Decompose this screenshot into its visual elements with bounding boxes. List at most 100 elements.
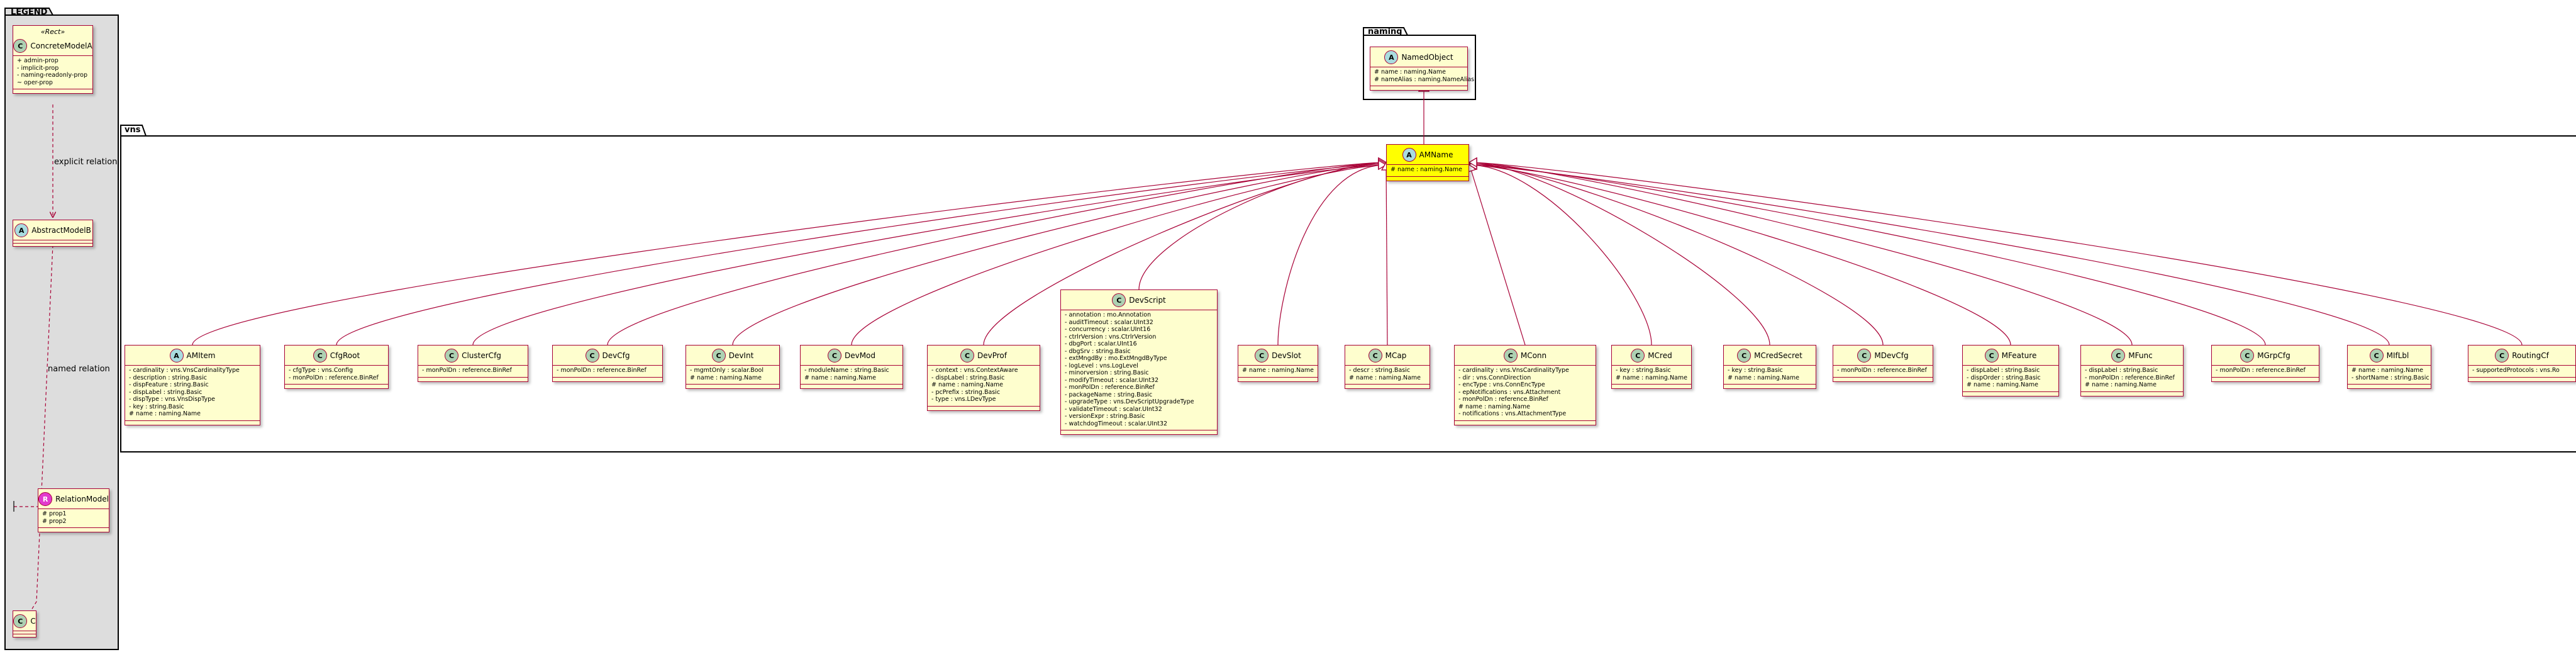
attribute: - cardinality : vns.VnsCardinalityType xyxy=(129,367,240,374)
class-concretemodela[interactable]: «Rect» C ConcreteModelA + admin-prop - i… xyxy=(13,25,93,94)
class-icon: C xyxy=(1255,349,1269,363)
attribute: # name : naming.Name xyxy=(1391,166,1462,173)
attribute: - monPolDn : reference.BinRef xyxy=(1837,367,1927,374)
abstract-class-icon: A xyxy=(169,349,184,363)
inheritance-line-clustercfg xyxy=(472,164,1387,346)
class-icon: C xyxy=(1631,349,1645,363)
attribute: - dir : vns.ConnDirection xyxy=(1458,374,1531,381)
attribute: - key : string.Basic xyxy=(1728,367,1783,374)
class-name: MFunc xyxy=(2128,351,2153,360)
attribute: - dispType : vns.VnsDispType xyxy=(129,396,215,403)
class-icon: C xyxy=(960,349,974,363)
attribute: - dbgSrv : string.Basic xyxy=(1065,347,1131,355)
legend-package-tab xyxy=(4,8,54,16)
class-name: MGrpCfg xyxy=(2257,351,2290,360)
class-name: ClusterCfg xyxy=(462,351,501,360)
class-icon: C xyxy=(445,349,459,363)
attribute: - packageName : string.Basic xyxy=(1065,391,1153,398)
class-name: RoutingCf xyxy=(2512,351,2549,360)
attribute: # name : naming.Name xyxy=(1728,374,1799,381)
class-name: MCap xyxy=(1385,351,1407,360)
attribute: - notifications : vns.AttachmentType xyxy=(1458,410,1567,417)
inheritance-line-mcredsecret xyxy=(1468,162,1770,346)
attribute: # name : naming.Name xyxy=(690,374,762,381)
attribute: - monPolDn : reference.BinRef xyxy=(1458,396,1548,403)
attribute: # name : naming.Name xyxy=(804,374,876,381)
inheritance-line-devmod xyxy=(851,164,1387,346)
attribute: # name : naming.Name xyxy=(1616,374,1687,381)
class-icon: C xyxy=(827,349,841,363)
inheritance-line-mconn xyxy=(1468,163,1526,346)
class-icon: C xyxy=(13,614,28,628)
attribute: # name : naming.Name xyxy=(2085,381,2157,388)
vns-package-frame xyxy=(120,135,2576,452)
class-amname[interactable]: A AMName # name : naming.Name xyxy=(1386,144,1469,181)
attribute: - monPolDn : reference.BinRef xyxy=(2216,367,2306,374)
legend-package-label: LEGEND xyxy=(11,8,48,17)
inheritance-line-miflbl xyxy=(1468,164,2390,346)
class-relationmodel[interactable]: R RelationModel # prop1 # prop2 xyxy=(38,488,109,532)
attribute: - monPolDn : reference.BinRef xyxy=(289,374,379,381)
vns-package-label: vns xyxy=(125,125,141,135)
class-name: MConn xyxy=(1520,351,1547,360)
attribute: # name : naming.Name xyxy=(2351,367,2423,374)
inheritance-line-devscript xyxy=(1138,163,1387,290)
attribute: - dispLabel : string.Basic xyxy=(1967,367,2040,374)
class-namedobject[interactable]: A NamedObject # name : naming.Name # nam… xyxy=(1370,47,1475,91)
attribute: - pcPrefix : string.Basic xyxy=(931,388,1001,396)
inheritance-line-devint xyxy=(732,163,1387,346)
attribute: - supportedProtocols : vns.Ro xyxy=(2472,367,2560,374)
attribute: - context : vns.ContextAware xyxy=(931,367,1018,374)
class-name: DevProf xyxy=(977,351,1007,360)
attribute: - modifyTimeout : scalar.UInt32 xyxy=(1065,376,1159,384)
attribute: - dispFeature : string.Basic xyxy=(129,381,209,388)
naming-package-label: naming xyxy=(1368,27,1402,37)
attribute: - mgmtOnly : scalar.Bool xyxy=(690,367,764,374)
attribute: # name : naming.Name xyxy=(1242,367,1314,374)
attribute: # name : naming.Name xyxy=(129,410,201,417)
inheritance-line-mfunc xyxy=(1468,162,2133,346)
attribute: - encType : vns.ConnEncType xyxy=(1458,381,1545,388)
attribute: # name : naming.Name xyxy=(1374,69,1446,76)
class-name: RelationModel xyxy=(55,495,109,503)
attribute: - moduleName : string.Basic xyxy=(804,367,889,374)
attribute: - descr : string.Basic xyxy=(1349,367,1411,374)
class-name: DevScript xyxy=(1129,296,1166,305)
inheritance-arrowhead xyxy=(1378,159,1387,171)
class-icon: C xyxy=(2240,349,2255,363)
attribute: - watchdogTimeout : scalar.UInt32 xyxy=(1065,420,1168,427)
attribute: - validateTimeout : scalar.UInt32 xyxy=(1065,405,1162,413)
class-name: DevMod xyxy=(844,351,876,360)
attribute: - concurrency : scalar.UInt16 xyxy=(1065,326,1151,333)
attribute: - key : string.Basic xyxy=(1616,367,1671,374)
class-abstractmodelb[interactable]: A AbstractModelB xyxy=(13,220,93,247)
abstract-class-icon: A xyxy=(1384,50,1399,64)
attribute: ~ oper-prop xyxy=(17,79,53,86)
attribute: - annotation : mo.Annotation xyxy=(1065,312,1152,318)
attribute: - type : vns.LDevType xyxy=(931,396,996,403)
class-c[interactable]: C C xyxy=(13,610,36,638)
class-icon: C xyxy=(1984,349,1999,363)
relation-class-icon: R xyxy=(38,492,53,506)
attribute: # nameAlias : naming.NameAlias xyxy=(1374,76,1475,83)
rect-stereotype: «Rect» xyxy=(40,28,65,36)
